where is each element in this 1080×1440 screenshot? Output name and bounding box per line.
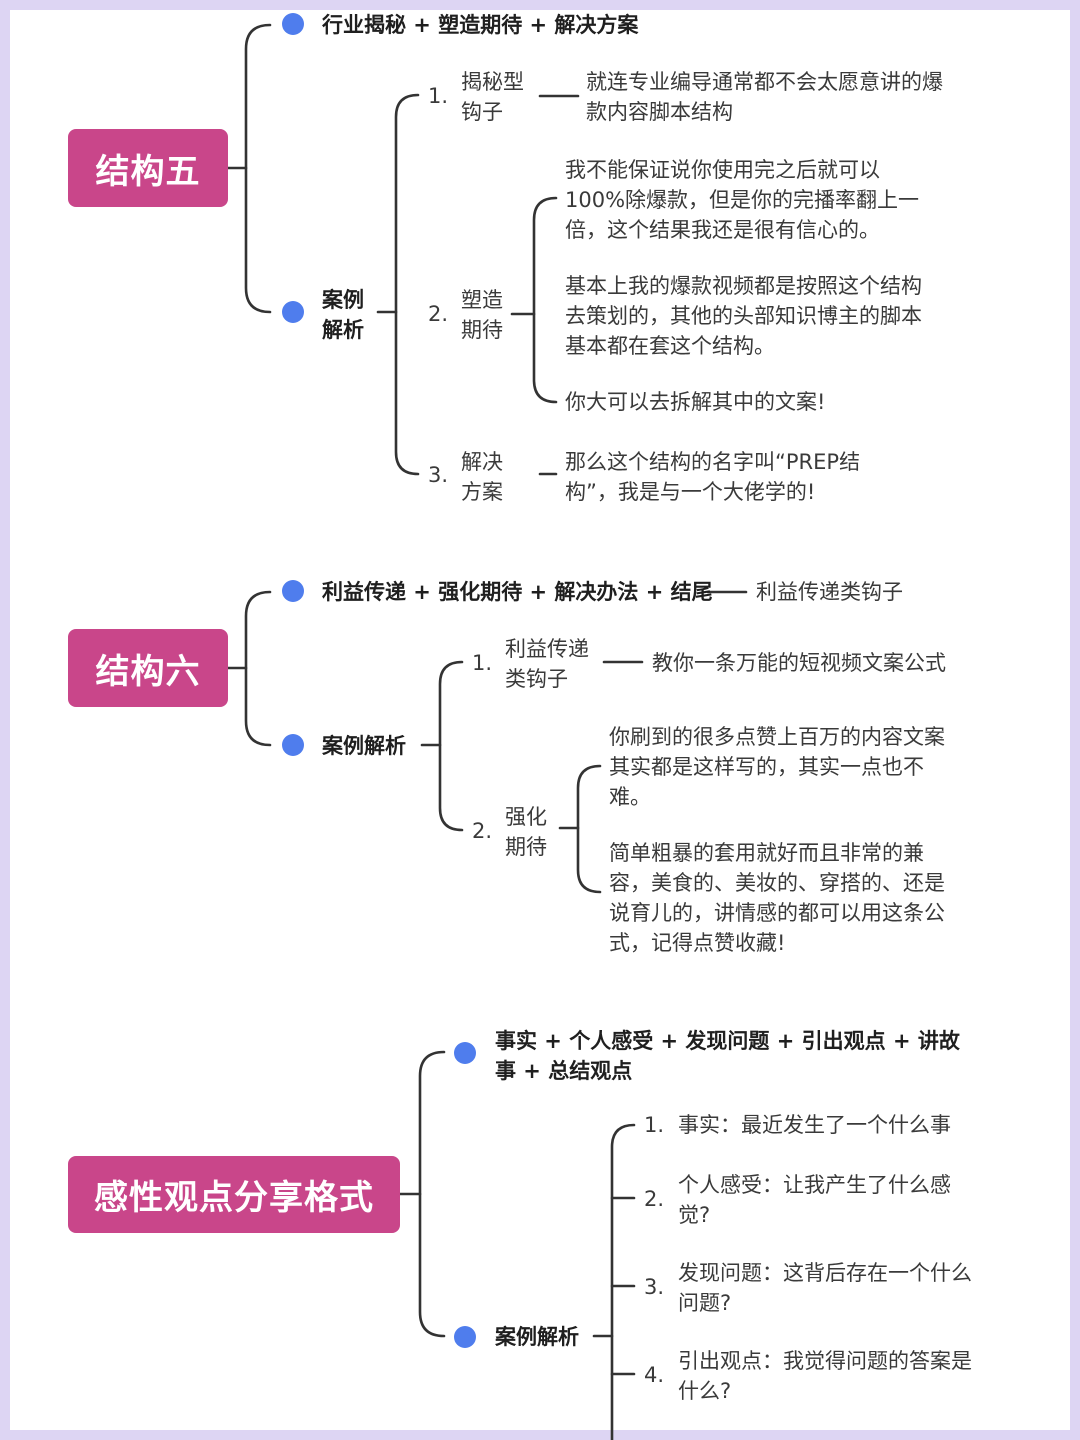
formula-text: 利益传递 + 强化期待 + 解决办法 + 结尾 xyxy=(322,580,713,604)
item-detail: 我不能保证说你使用完之后就可以100%除爆款，但是你的完播率翻上一倍，这个结果我… xyxy=(565,158,920,242)
item-detail: 就连专业编导通常都不会太愿意讲的爆款内容脚本结构 xyxy=(586,70,943,124)
item-detail: 事实：最近发生了一个什么事 xyxy=(678,1113,951,1137)
case-label: 案例解析 xyxy=(495,1325,579,1349)
item-detail: 你大可以去拆解其中的文案! xyxy=(565,390,826,414)
item-detail: 那么这个结构的名字叫“PREP结构”，我是与一个大佬学的! xyxy=(565,450,861,504)
bullet-icon xyxy=(282,13,304,35)
item-number: 3. xyxy=(644,1275,665,1299)
bullet-icon xyxy=(282,301,304,323)
item-name: 强化期待 xyxy=(505,805,547,859)
formula-note: 利益传递类钩子 xyxy=(756,580,903,604)
item-number: 3. xyxy=(428,463,449,487)
formula-text: 事实 + 个人感受 + 发现问题 + 引出观点 + 讲故事 + 总结观点 xyxy=(495,1029,960,1083)
bullet-icon xyxy=(454,1042,476,1064)
formula-text: 行业揭秘 + 塑造期待 + 解决方案 xyxy=(322,13,639,37)
item-name: 解决方案 xyxy=(461,450,503,504)
item-number: 2. xyxy=(472,819,493,843)
root-node-structure-6: 结构六 xyxy=(68,629,228,707)
item-number: 2. xyxy=(428,302,449,326)
root-node-emotional-opinion-format: 感性观点分享格式 xyxy=(68,1156,400,1233)
bullet-icon xyxy=(454,1326,476,1348)
case-label: 案例解析 xyxy=(322,288,364,342)
item-detail: 引出观点：我觉得问题的答案是什么? xyxy=(678,1349,972,1403)
bullet-icon xyxy=(282,734,304,756)
item-detail: 教你一条万能的短视频文案公式 xyxy=(652,651,946,675)
item-number: 1. xyxy=(428,84,449,108)
item-name: 利益传递类钩子 xyxy=(505,637,589,691)
case-label: 案例解析 xyxy=(322,734,406,758)
item-number: 2. xyxy=(644,1187,665,1211)
item-detail: 发现问题：这背后存在一个什么问题? xyxy=(678,1261,972,1315)
item-detail: 个人感受：让我产生了什么感觉? xyxy=(678,1173,951,1227)
item-name: 塑造期待 xyxy=(461,288,503,342)
root-node-structure-5: 结构五 xyxy=(68,129,228,207)
item-number: 4. xyxy=(644,1363,665,1387)
item-detail: 基本上我的爆款视频都是按照这个结构去策划的，其他的头部知识博主的脚本基本都在套这… xyxy=(565,274,922,358)
item-number: 1. xyxy=(472,651,493,675)
item-detail: 你刷到的很多点赞上百万的内容文案其实都是这样写的，其实一点也不难。 xyxy=(609,725,945,809)
bullet-icon xyxy=(282,580,304,602)
item-detail: 简单粗暴的套用就好而且非常的兼容，美食的、美妆的、穿搭的、还是说育儿的，讲情感的… xyxy=(609,841,945,955)
item-number: 1. xyxy=(644,1113,665,1137)
item-name: 揭秘型钩子 xyxy=(461,70,524,124)
